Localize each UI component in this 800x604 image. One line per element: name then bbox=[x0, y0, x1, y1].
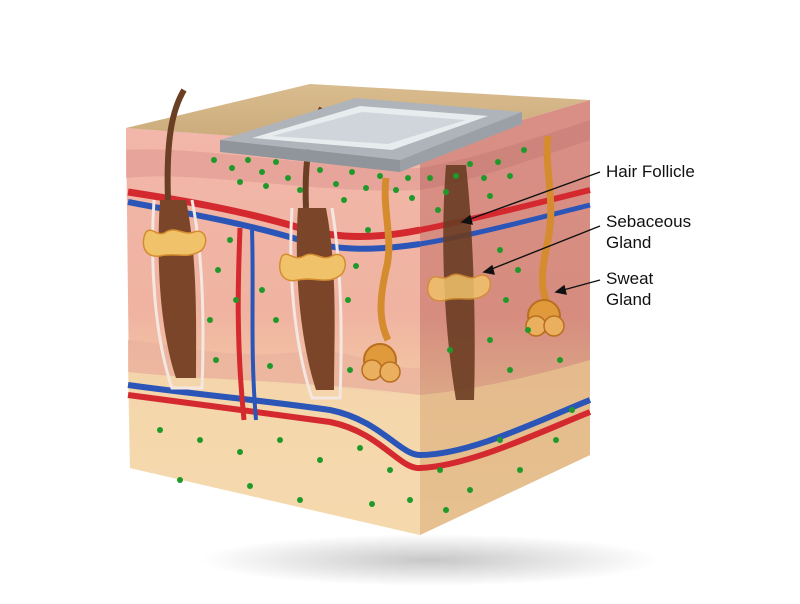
label-sweat-gland: Sweat Gland bbox=[606, 268, 653, 310]
vertical-vein bbox=[250, 229, 258, 421]
pointer-sebaceous-gland bbox=[483, 225, 601, 273]
dermis-lower-band bbox=[128, 340, 420, 395]
cube-shadow bbox=[200, 534, 660, 586]
hair-shaft-1 bbox=[164, 88, 187, 201]
side-upper-artery bbox=[419, 187, 591, 233]
follicle-sheath-1 bbox=[151, 199, 205, 390]
epidermis-layer bbox=[126, 149, 420, 191]
label-sebaceous-line2: Gland bbox=[606, 233, 652, 252]
pointer-hair-follicle-arrowhead bbox=[460, 214, 473, 225]
pointer-hair-follicle bbox=[461, 171, 601, 223]
hypodermis-layer bbox=[128, 372, 420, 535]
pointer-sebaceous-gland-arrowhead bbox=[482, 264, 495, 275]
hair-follicle-2 bbox=[296, 208, 335, 390]
sweat-gland-1 bbox=[361, 177, 401, 383]
lower-artery bbox=[127, 392, 592, 471]
vertical-artery bbox=[235, 227, 247, 421]
pointer-sweat-gland-arrowhead bbox=[554, 284, 567, 295]
lower-vein bbox=[127, 382, 592, 459]
molecule-dots bbox=[157, 147, 575, 513]
side-upper-vein bbox=[419, 202, 591, 247]
sebaceous-gland-2 bbox=[278, 253, 346, 282]
label-sebaceous-line1: Sebaceous bbox=[606, 212, 692, 231]
label-sweat-line2: Gland bbox=[606, 290, 652, 309]
transdermal-patch-device bbox=[220, 98, 522, 172]
label-pointers bbox=[460, 171, 601, 295]
sebaceous-gland-3 bbox=[426, 273, 492, 302]
label-hair-follicle: Hair Follicle bbox=[606, 162, 695, 181]
label-sweat-line1: Sweat bbox=[606, 269, 654, 288]
sweat-gland-2 bbox=[525, 135, 565, 337]
sebaceous-gland-1 bbox=[142, 229, 207, 257]
label-sebaceous-gland: Sebaceous Gland bbox=[606, 211, 691, 253]
